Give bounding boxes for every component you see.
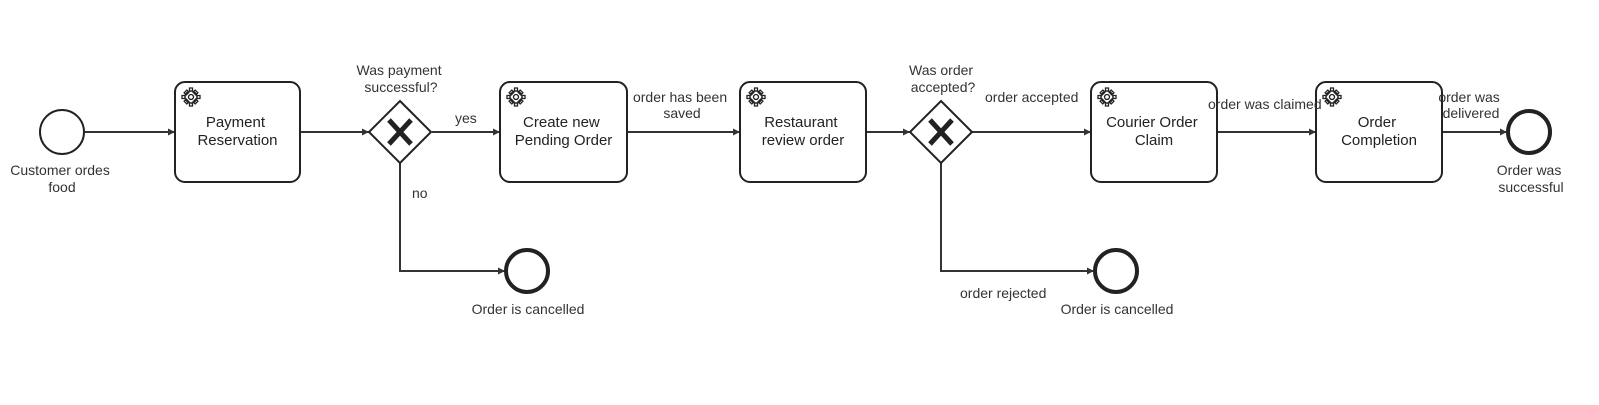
flow-label-order-claimed: order was claimed bbox=[1208, 96, 1322, 112]
flow-order-rejected[interactable] bbox=[940, 163, 1094, 275]
flow-label-order-delivered: order was delivered bbox=[1438, 89, 1503, 121]
start-event[interactable] bbox=[39, 109, 85, 155]
task-label: Courier Order Claim bbox=[1106, 114, 1202, 149]
start-event-label: Customer ordes food bbox=[10, 162, 113, 195]
task-payment-reservation[interactable]: Payment Reservation bbox=[174, 81, 301, 183]
end-event-success[interactable] bbox=[1506, 109, 1552, 155]
flow-label-order-accepted: order accepted bbox=[985, 89, 1078, 105]
gateway-payment-label: Was payment successful? bbox=[357, 62, 446, 95]
end-event-success-label: Order was successful bbox=[1497, 162, 1565, 195]
end-event-cancel-2[interactable] bbox=[1093, 248, 1139, 294]
end-event-cancel-1[interactable] bbox=[504, 248, 550, 294]
flow-no[interactable] bbox=[399, 163, 505, 275]
flow-label-no: no bbox=[412, 185, 428, 201]
end-event-cancel-1-label: Order is cancelled bbox=[472, 301, 585, 317]
end-event-cancel-2-label: Order is cancelled bbox=[1061, 301, 1174, 317]
gateway-order-label: Was order accepted? bbox=[909, 62, 977, 95]
x-exclusive-icon bbox=[387, 118, 413, 146]
task-label: Restaurant review order bbox=[762, 114, 845, 149]
gateway-payment[interactable] bbox=[367, 99, 433, 165]
task-create-pending-order[interactable]: Create new Pending Order bbox=[499, 81, 628, 183]
task-label: Order Completion bbox=[1341, 114, 1417, 149]
sequence-flows bbox=[84, 128, 1507, 275]
flow-label-order-saved: order has been saved bbox=[633, 89, 731, 121]
task-label: Payment Reservation bbox=[197, 114, 277, 149]
task-restaurant-review-order[interactable]: Restaurant review order bbox=[739, 81, 867, 183]
task-label: Create new Pending Order bbox=[515, 114, 613, 149]
task-order-completion[interactable]: Order Completion bbox=[1315, 81, 1443, 183]
x-exclusive-icon bbox=[928, 118, 954, 146]
flow-label-order-rejected: order rejected bbox=[960, 285, 1046, 301]
gateway-order[interactable] bbox=[908, 99, 974, 165]
task-courier-order-claim[interactable]: Courier Order Claim bbox=[1090, 81, 1218, 183]
flow-label-yes: yes bbox=[455, 110, 477, 126]
